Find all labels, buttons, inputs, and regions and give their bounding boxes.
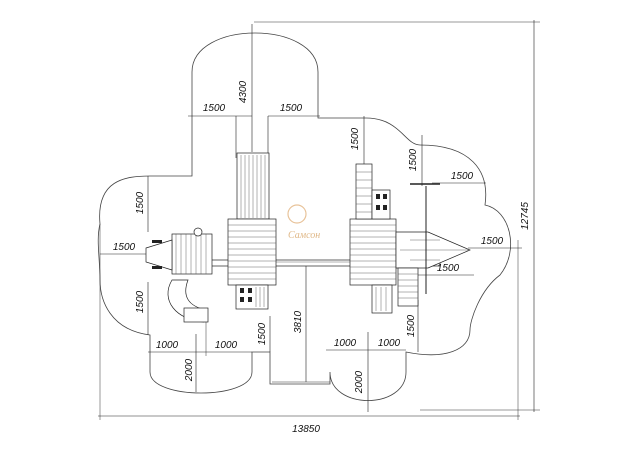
dim-left-lower: 1500 — [135, 290, 146, 313]
right-tower-wall — [371, 189, 391, 220]
right-stairs — [397, 267, 419, 307]
dim-right-lower: 1500 — [437, 263, 460, 274]
dim-bottom-left-height: 2000 — [184, 358, 195, 382]
dim-top-right: 1500 — [280, 103, 303, 114]
ship-stern — [145, 239, 173, 271]
dim-left-middle: 1500 — [113, 242, 136, 253]
dim-bottom-right-1: 1000 — [334, 338, 357, 349]
dim-right-middle: 1500 — [481, 236, 504, 247]
watermark-logo: Самсон — [287, 204, 320, 241]
dim-bottom-right-2: 1000 — [378, 338, 401, 349]
right-tower-detail — [356, 171, 387, 213]
dim-total-height: 12745 — [520, 202, 531, 230]
right-tower-deck-hatch — [350, 224, 396, 280]
dim-bottom-center-3810: 3810 — [293, 310, 304, 333]
right-stairs-hatch — [398, 273, 418, 299]
watermark-text: Самсон — [288, 230, 320, 241]
stern-detail — [152, 240, 162, 243]
dim-right-upper-2: 1500 — [451, 171, 474, 182]
right-tower-bench — [371, 284, 393, 314]
dim-center-top: 1500 — [350, 127, 361, 150]
right-tower-ladder — [355, 163, 373, 220]
slide-platform — [171, 233, 213, 275]
slide-platform-hatch — [175, 234, 207, 274]
safety-zone-outline — [97, 32, 511, 401]
dim-bottom-left-1: 1000 — [156, 340, 179, 351]
stern-detail — [152, 266, 162, 269]
slide-exit — [183, 307, 209, 323]
left-tower-deck-hatch — [228, 224, 276, 280]
dim-right-upper-1: 1500 — [408, 148, 419, 171]
dim-bottom-center-1500: 1500 — [257, 322, 268, 345]
right-tower-bench-detail — [375, 287, 387, 311]
steering-wheel-icon — [193, 227, 203, 237]
dim-top-height: 4300 — [238, 80, 249, 103]
dim-total-width: 13850 — [292, 424, 320, 435]
dim-right-bottom: 1500 — [406, 314, 417, 337]
dim-top-left: 1500 — [203, 103, 226, 114]
dim-bottom-right-height: 2000 — [354, 370, 365, 394]
left-tower-bench-detail — [240, 287, 265, 307]
dim-bottom-left-2: 1000 — [215, 340, 238, 351]
right-tower-deck — [349, 218, 397, 286]
left-tower-deck — [227, 218, 277, 286]
dim-left-upper: 1500 — [135, 191, 146, 214]
top-climber-hatch — [240, 155, 266, 218]
